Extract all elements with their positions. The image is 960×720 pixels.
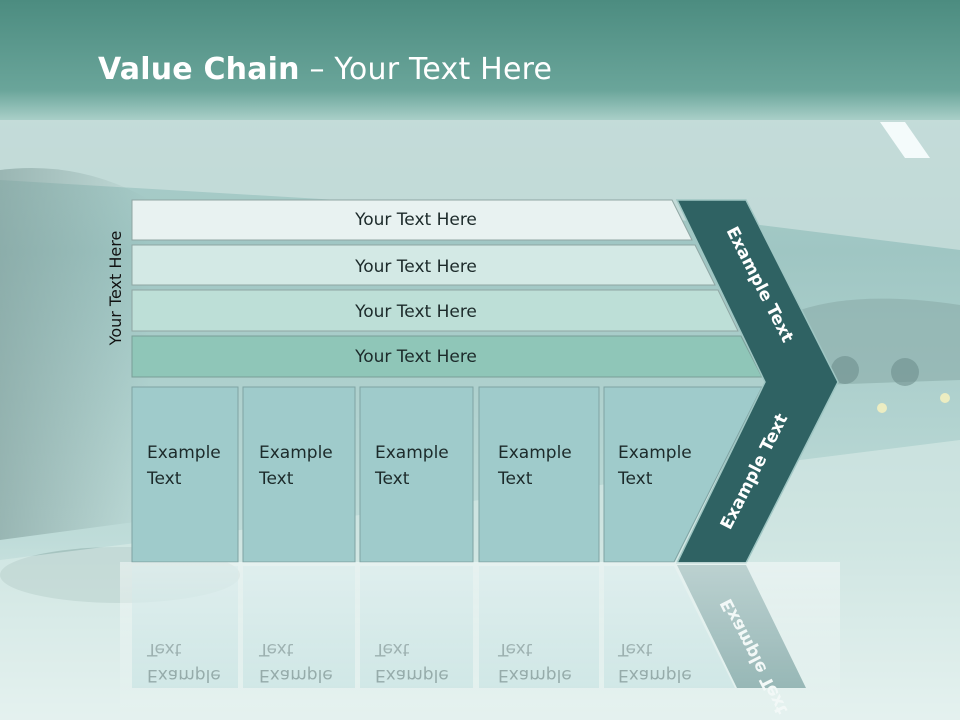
row-4-text: Your Text Here: [354, 347, 477, 367]
column-4-line1: Example: [498, 443, 572, 463]
column-1: Example Text: [131, 386, 239, 563]
column-5-line2: Text: [617, 469, 653, 489]
column-5: Example Text: [603, 386, 763, 563]
column-2: Example Text: [242, 386, 356, 563]
column-3: Example Text: [359, 386, 474, 563]
column-2-line2: Text: [258, 469, 294, 489]
reflection-fade: [120, 562, 840, 720]
row-4: Your Text Here: [131, 335, 763, 378]
title-rest: – Your Text Here: [299, 52, 553, 87]
column-4-line2: Text: [497, 469, 533, 489]
title-bold: Value Chain: [98, 52, 300, 87]
column-4: Example Text: [478, 386, 600, 563]
row-1-text: Your Text Here: [354, 210, 477, 230]
slide-title: Value Chain – Your Text Here: [98, 52, 552, 87]
column-5-line1: Example: [618, 443, 692, 463]
column-3-line1: Example: [375, 443, 449, 463]
column-1-line2: Text: [146, 469, 182, 489]
row-2-text: Your Text Here: [354, 257, 477, 277]
row-3: Your Text Here: [131, 289, 739, 332]
side-label: Your Text Here: [106, 231, 125, 347]
column-2-line1: Example: [259, 443, 333, 463]
row-3-text: Your Text Here: [354, 302, 477, 322]
row-2: Your Text Here: [131, 244, 716, 286]
column-1-line1: Example: [147, 443, 221, 463]
column-3-line2: Text: [374, 469, 410, 489]
row-1: Your Text Here: [131, 199, 693, 241]
